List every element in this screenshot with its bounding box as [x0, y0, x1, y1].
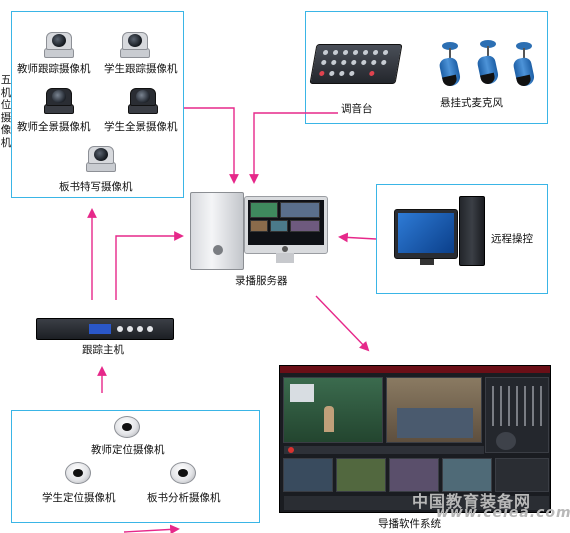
remote-pc-tower [459, 196, 485, 266]
student-positioning-camera-label: 学生定位摄像机 [42, 492, 116, 504]
board-closeup-camera-label: 板书特写摄像机 [59, 181, 133, 193]
arrow-bottom-return [123, 524, 180, 533]
teacher-positioning-camera-label: 教师定位摄像机 [91, 444, 165, 456]
remote-control-label: 远程操控 [491, 233, 533, 245]
board-analysis-camera-icon [168, 460, 198, 486]
teacher-panorama-camera-icon [40, 84, 78, 114]
recording-server-tower [190, 192, 244, 270]
hanging-mic-icon [510, 42, 538, 88]
teacher-tracking-camera-icon [40, 28, 78, 58]
recording-server-monitor [244, 196, 328, 254]
camera-group-title: 五机位摄像机 [0, 74, 12, 149]
monitor-stand [276, 253, 294, 263]
arrow-remote-to-server [338, 232, 377, 243]
remote-monitor [394, 209, 458, 259]
hanging-mic-icon [474, 40, 502, 86]
watermark-cn: 中国教育装备网 [412, 492, 532, 511]
audio-mixer-label: 调音台 [341, 103, 373, 115]
watermark-en: www.ceiea.com [436, 505, 570, 521]
director-software-label: 导播软件系统 [378, 518, 441, 530]
teacher-tracking-camera-label: 教师跟踪摄像机 [17, 63, 91, 75]
arrow-server-to-software [315, 295, 370, 352]
arrow-tracker-to-server [115, 231, 184, 300]
student-tracking-camera-icon [116, 28, 154, 58]
teacher-positioning-camera-icon [112, 414, 142, 440]
teacher-panorama-camera-label: 教师全景摄像机 [17, 121, 91, 133]
board-closeup-camera-icon [82, 142, 120, 172]
remote-monitor-stand [420, 259, 434, 265]
hanging-mic-icon [436, 42, 464, 88]
recording-server-label: 录播服务器 [235, 275, 288, 287]
student-tracking-camera-label: 学生跟踪摄像机 [104, 63, 178, 75]
student-panorama-camera-icon [124, 84, 162, 114]
arrow-cameras-to-server [184, 107, 239, 184]
tracking-host-device [36, 318, 174, 340]
student-panorama-camera-label: 学生全景摄像机 [104, 121, 178, 133]
hanging-mic-label: 悬挂式麦克风 [440, 97, 503, 109]
arrow-mixer-to-server [249, 112, 338, 184]
tracking-host-label: 跟踪主机 [82, 344, 124, 356]
board-analysis-camera-label: 板书分析摄像机 [147, 492, 221, 504]
student-positioning-camera-icon [63, 460, 93, 486]
director-software-screenshot [279, 365, 551, 513]
